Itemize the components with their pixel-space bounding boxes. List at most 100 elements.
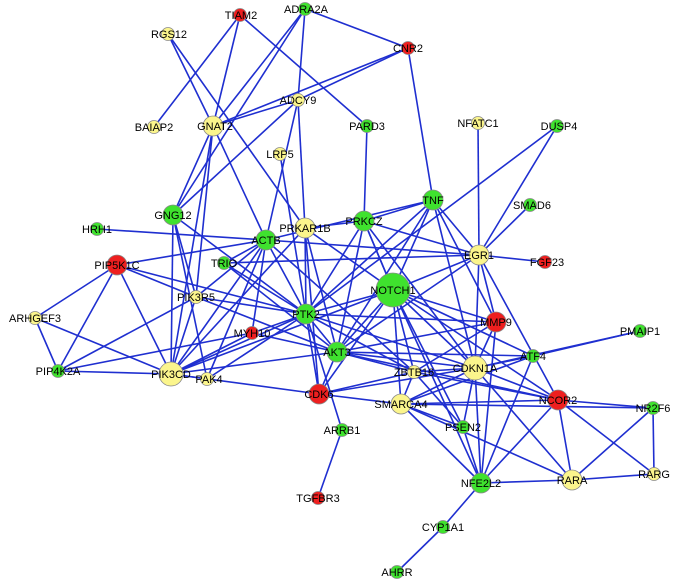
edge-actb-pip5k1c bbox=[116, 239, 267, 266]
node-prkar1b bbox=[294, 217, 316, 239]
node-label-akt3: AKT3 bbox=[323, 347, 351, 359]
node-rara bbox=[561, 469, 583, 491]
node-egr1 bbox=[468, 244, 490, 266]
node-label-rarg: RARG bbox=[638, 469, 670, 481]
edge-smad6-egr1 bbox=[478, 204, 531, 256]
edge-tnf-egr1 bbox=[432, 199, 480, 256]
node-label-adra2a: ADRA2A bbox=[284, 4, 329, 16]
edge-prkcz-egr1 bbox=[363, 220, 480, 256]
node-ahrr bbox=[390, 565, 404, 579]
edge-pik3r5-akt3 bbox=[195, 296, 338, 353]
node-smarca4 bbox=[390, 393, 412, 415]
edge-cdkn1a-rara bbox=[474, 367, 573, 481]
edge-gng12-ptk2 bbox=[172, 214, 307, 315]
edge-adra2a-gng12 bbox=[172, 8, 306, 216]
node-layer bbox=[28, 2, 661, 579]
node-label-tgfbr3: TGFBR3 bbox=[296, 493, 339, 505]
edge-nr2f6-rara bbox=[571, 407, 654, 481]
edge-gng12-pik3r5 bbox=[172, 214, 197, 298]
edge-cdk6-zbtb16 bbox=[318, 371, 415, 395]
edge-ptk2-cdkn1a bbox=[305, 313, 476, 369]
edge-actb-myh10 bbox=[251, 239, 267, 334]
edge-nfatc1-egr1 bbox=[477, 122, 480, 256]
edge-pip5k1c-pip4k2a bbox=[57, 264, 118, 372]
node-pip5k1c bbox=[106, 254, 128, 276]
edge-cyp1a1-ahrr bbox=[396, 526, 444, 573]
edge-myh10-pik3cd bbox=[170, 332, 253, 375]
edge-pip5k1c-arhgef3 bbox=[34, 264, 118, 319]
edge-gnat2-pik3cd bbox=[170, 125, 214, 375]
edge-pip5k1c-pik3r5 bbox=[116, 264, 197, 298]
edge-prkcz-akt3 bbox=[336, 220, 365, 353]
edge-layer bbox=[34, 8, 655, 573]
node-dusp4 bbox=[550, 119, 564, 133]
edge-notch1-atf4 bbox=[392, 289, 534, 357]
node-hrh1 bbox=[90, 222, 104, 236]
edge-adcy9-gnat2 bbox=[212, 99, 299, 127]
node-label-pak4: PAK4 bbox=[195, 374, 222, 386]
node-cdk6 bbox=[308, 383, 330, 405]
edge-dusp4-ptk2 bbox=[305, 125, 558, 315]
edge-tnf-actb bbox=[265, 199, 434, 241]
node-pip4k2a bbox=[51, 364, 65, 378]
edge-prkar1b-pik3cd bbox=[170, 227, 306, 375]
node-pik3cd bbox=[158, 361, 184, 387]
node-label-pard3: PARD3 bbox=[349, 121, 385, 133]
node-label-fgf23: FGF23 bbox=[530, 257, 564, 269]
edge-gnat2-pik3r5 bbox=[195, 125, 214, 298]
node-label-actb: ACTB bbox=[251, 235, 280, 247]
edge-pip4k2a-pik3cd bbox=[57, 370, 172, 375]
edge-egr1-trio bbox=[223, 254, 480, 264]
node-label-pik3cd: PIK3CD bbox=[151, 369, 191, 381]
edge-gng12-pik3cd bbox=[170, 214, 174, 375]
edge-cnr2-adcy9 bbox=[297, 47, 409, 101]
edge-cdkn1a-nfe2l2 bbox=[474, 367, 482, 484]
node-lrp5 bbox=[273, 147, 287, 161]
edge-tiam2-pard3 bbox=[239, 14, 368, 127]
node-pak4 bbox=[200, 372, 214, 386]
node-ptk2 bbox=[295, 303, 317, 325]
edge-arhgef3-pip4k2a bbox=[34, 317, 59, 372]
node-cyp1a1 bbox=[436, 520, 450, 534]
edge-gnat2-gng12 bbox=[172, 125, 214, 216]
edge-atf4-nfe2l2 bbox=[480, 355, 534, 484]
edge-egr1-mmp9 bbox=[478, 254, 497, 323]
edge-mmp9-akt3 bbox=[336, 321, 497, 353]
edge-pik3r5-pik3cd bbox=[170, 296, 197, 375]
edge-adra2a-gnat2 bbox=[212, 8, 306, 127]
node-gng12 bbox=[162, 204, 184, 226]
node-fgf23 bbox=[538, 255, 552, 269]
edge-tiam2-baiap2 bbox=[153, 14, 241, 128]
node-arhgef3 bbox=[28, 311, 42, 325]
node-trio bbox=[217, 256, 231, 270]
node-actb bbox=[255, 229, 277, 251]
node-label-ptk2: PTK2 bbox=[292, 309, 320, 321]
node-nr2f6 bbox=[646, 401, 660, 415]
edge-dusp4-egr1 bbox=[478, 125, 558, 256]
node-tnf bbox=[422, 189, 444, 211]
edge-mmp9-zbtb16 bbox=[413, 321, 497, 373]
edge-pard3-prkcz bbox=[363, 125, 368, 222]
edge-akt3-pik3cd bbox=[170, 351, 338, 375]
node-label-cdkn1a: CDKN1A bbox=[453, 363, 498, 375]
node-baiap2 bbox=[147, 120, 161, 134]
edge-notch1-ncor2 bbox=[392, 289, 559, 401]
node-tiam2 bbox=[233, 8, 247, 22]
node-label-mmp9: MMP9 bbox=[480, 317, 512, 329]
node-tgfbr3 bbox=[311, 491, 325, 505]
edge-rgs12-prkar1b bbox=[167, 33, 306, 229]
node-label-atf4: ATF4 bbox=[520, 351, 546, 363]
edge-pip5k1c-ptk2 bbox=[116, 264, 307, 315]
edge-smarca4-nfe2l2 bbox=[400, 403, 482, 484]
node-label-pmaip1: PMAIP1 bbox=[620, 326, 660, 338]
edge-ncor2-nfe2l2 bbox=[480, 399, 559, 484]
edge-prkcz-cdkn1a bbox=[363, 220, 476, 369]
edge-ncor2-rarg bbox=[557, 399, 655, 475]
edge-hrh1-actb bbox=[96, 228, 267, 241]
edge-notch1-mmp9 bbox=[392, 289, 497, 323]
edge-actb-egr1 bbox=[265, 239, 480, 256]
node-label-zbtb16: ZBTB16 bbox=[394, 367, 434, 379]
edge-ncor2-rara bbox=[557, 399, 573, 481]
node-notch1 bbox=[375, 272, 411, 308]
